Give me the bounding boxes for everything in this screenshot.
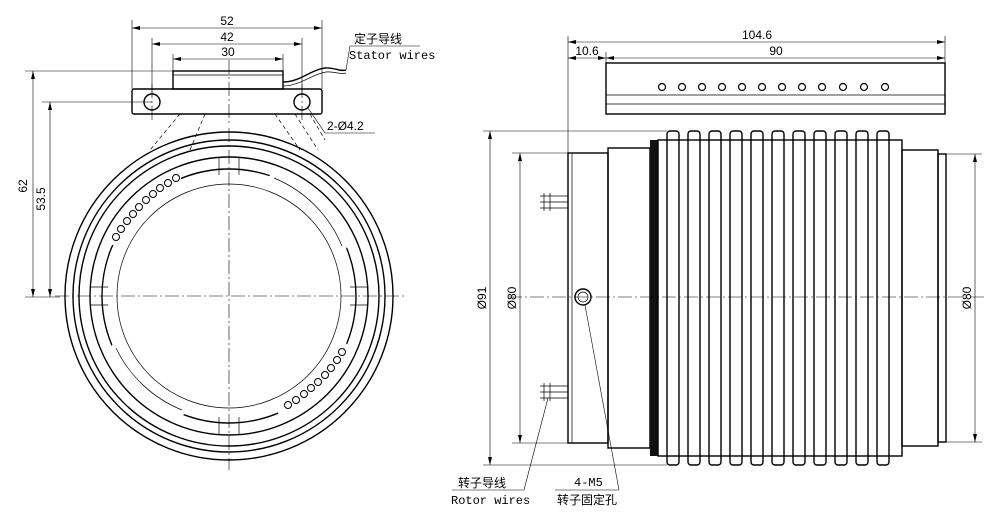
mount-hole-callout: 2-Ø4.2 [327,119,364,133]
side-view-diameter-dimensions: Ø91 Ø80 Ø80 [475,130,982,466]
stator-wires-en: Stator wires [349,49,435,63]
stator-wire-line [282,67,347,83]
strip-holes [657,82,890,92]
dim-diameter-91: Ø91 [475,286,489,309]
projection-lines [149,113,326,151]
rotor-fix-holes-spec: 4-M5 [574,476,603,490]
rotor-wires-label: 转子导线 Rotor wires [451,397,549,508]
stator-wires-label: 定子导线 Stator wires [345,31,435,71]
rotor-fix-holes-zh: 转子固定孔 [557,492,617,507]
top-view [131,60,347,125]
rotor-wires-en: Rotor wires [451,494,530,508]
dim-diameter-80-right: Ø80 [960,286,974,309]
rotor-fix-holes-label: 4-M5 转子固定孔 [555,304,620,507]
dim-62: 62 [16,179,30,193]
strip-view [605,62,946,115]
dim-42: 42 [220,30,234,44]
dim-104-6: 104.6 [742,28,772,42]
side-view-length-dimensions: 104.6 10.6 90 [567,28,946,160]
dim-30: 30 [221,45,235,59]
dim-10-6: 10.6 [575,44,599,58]
dim-90: 90 [769,44,783,58]
stator-wires-zh: 定子导线 [354,31,402,46]
top-view-dimensions: 52 42 30 62 53.5 2-Ø4.2 [16,14,375,298]
rotor-wire-pins [540,193,568,401]
dim-diameter-80-left: Ø80 [505,286,519,309]
rotor-wires-zh: 转子导线 [458,475,506,490]
side-view [508,130,985,466]
dim-52: 52 [220,14,234,28]
dim-53-5: 53.5 [34,187,48,211]
front-view [55,128,405,470]
cooling-fins [666,130,890,466]
